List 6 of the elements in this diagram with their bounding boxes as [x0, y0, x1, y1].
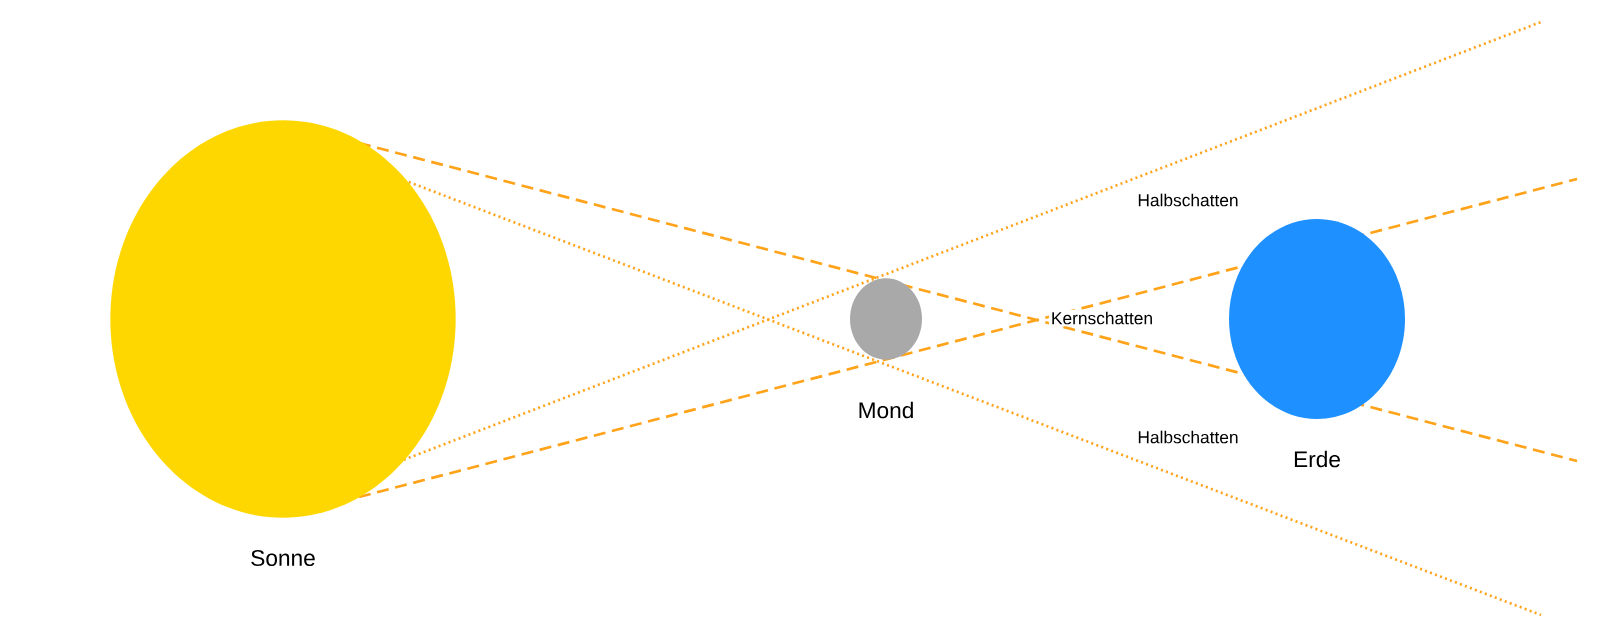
body-label: Mond	[859, 401, 913, 419]
body-label: Erde	[1294, 450, 1340, 468]
body-label: Sonne	[251, 550, 315, 567]
shadow-label: Halbschatten	[1135, 191, 1241, 209]
shadow-label: Halbschatten	[1135, 428, 1241, 446]
shadow-label: Kernschatten	[1048, 309, 1156, 327]
